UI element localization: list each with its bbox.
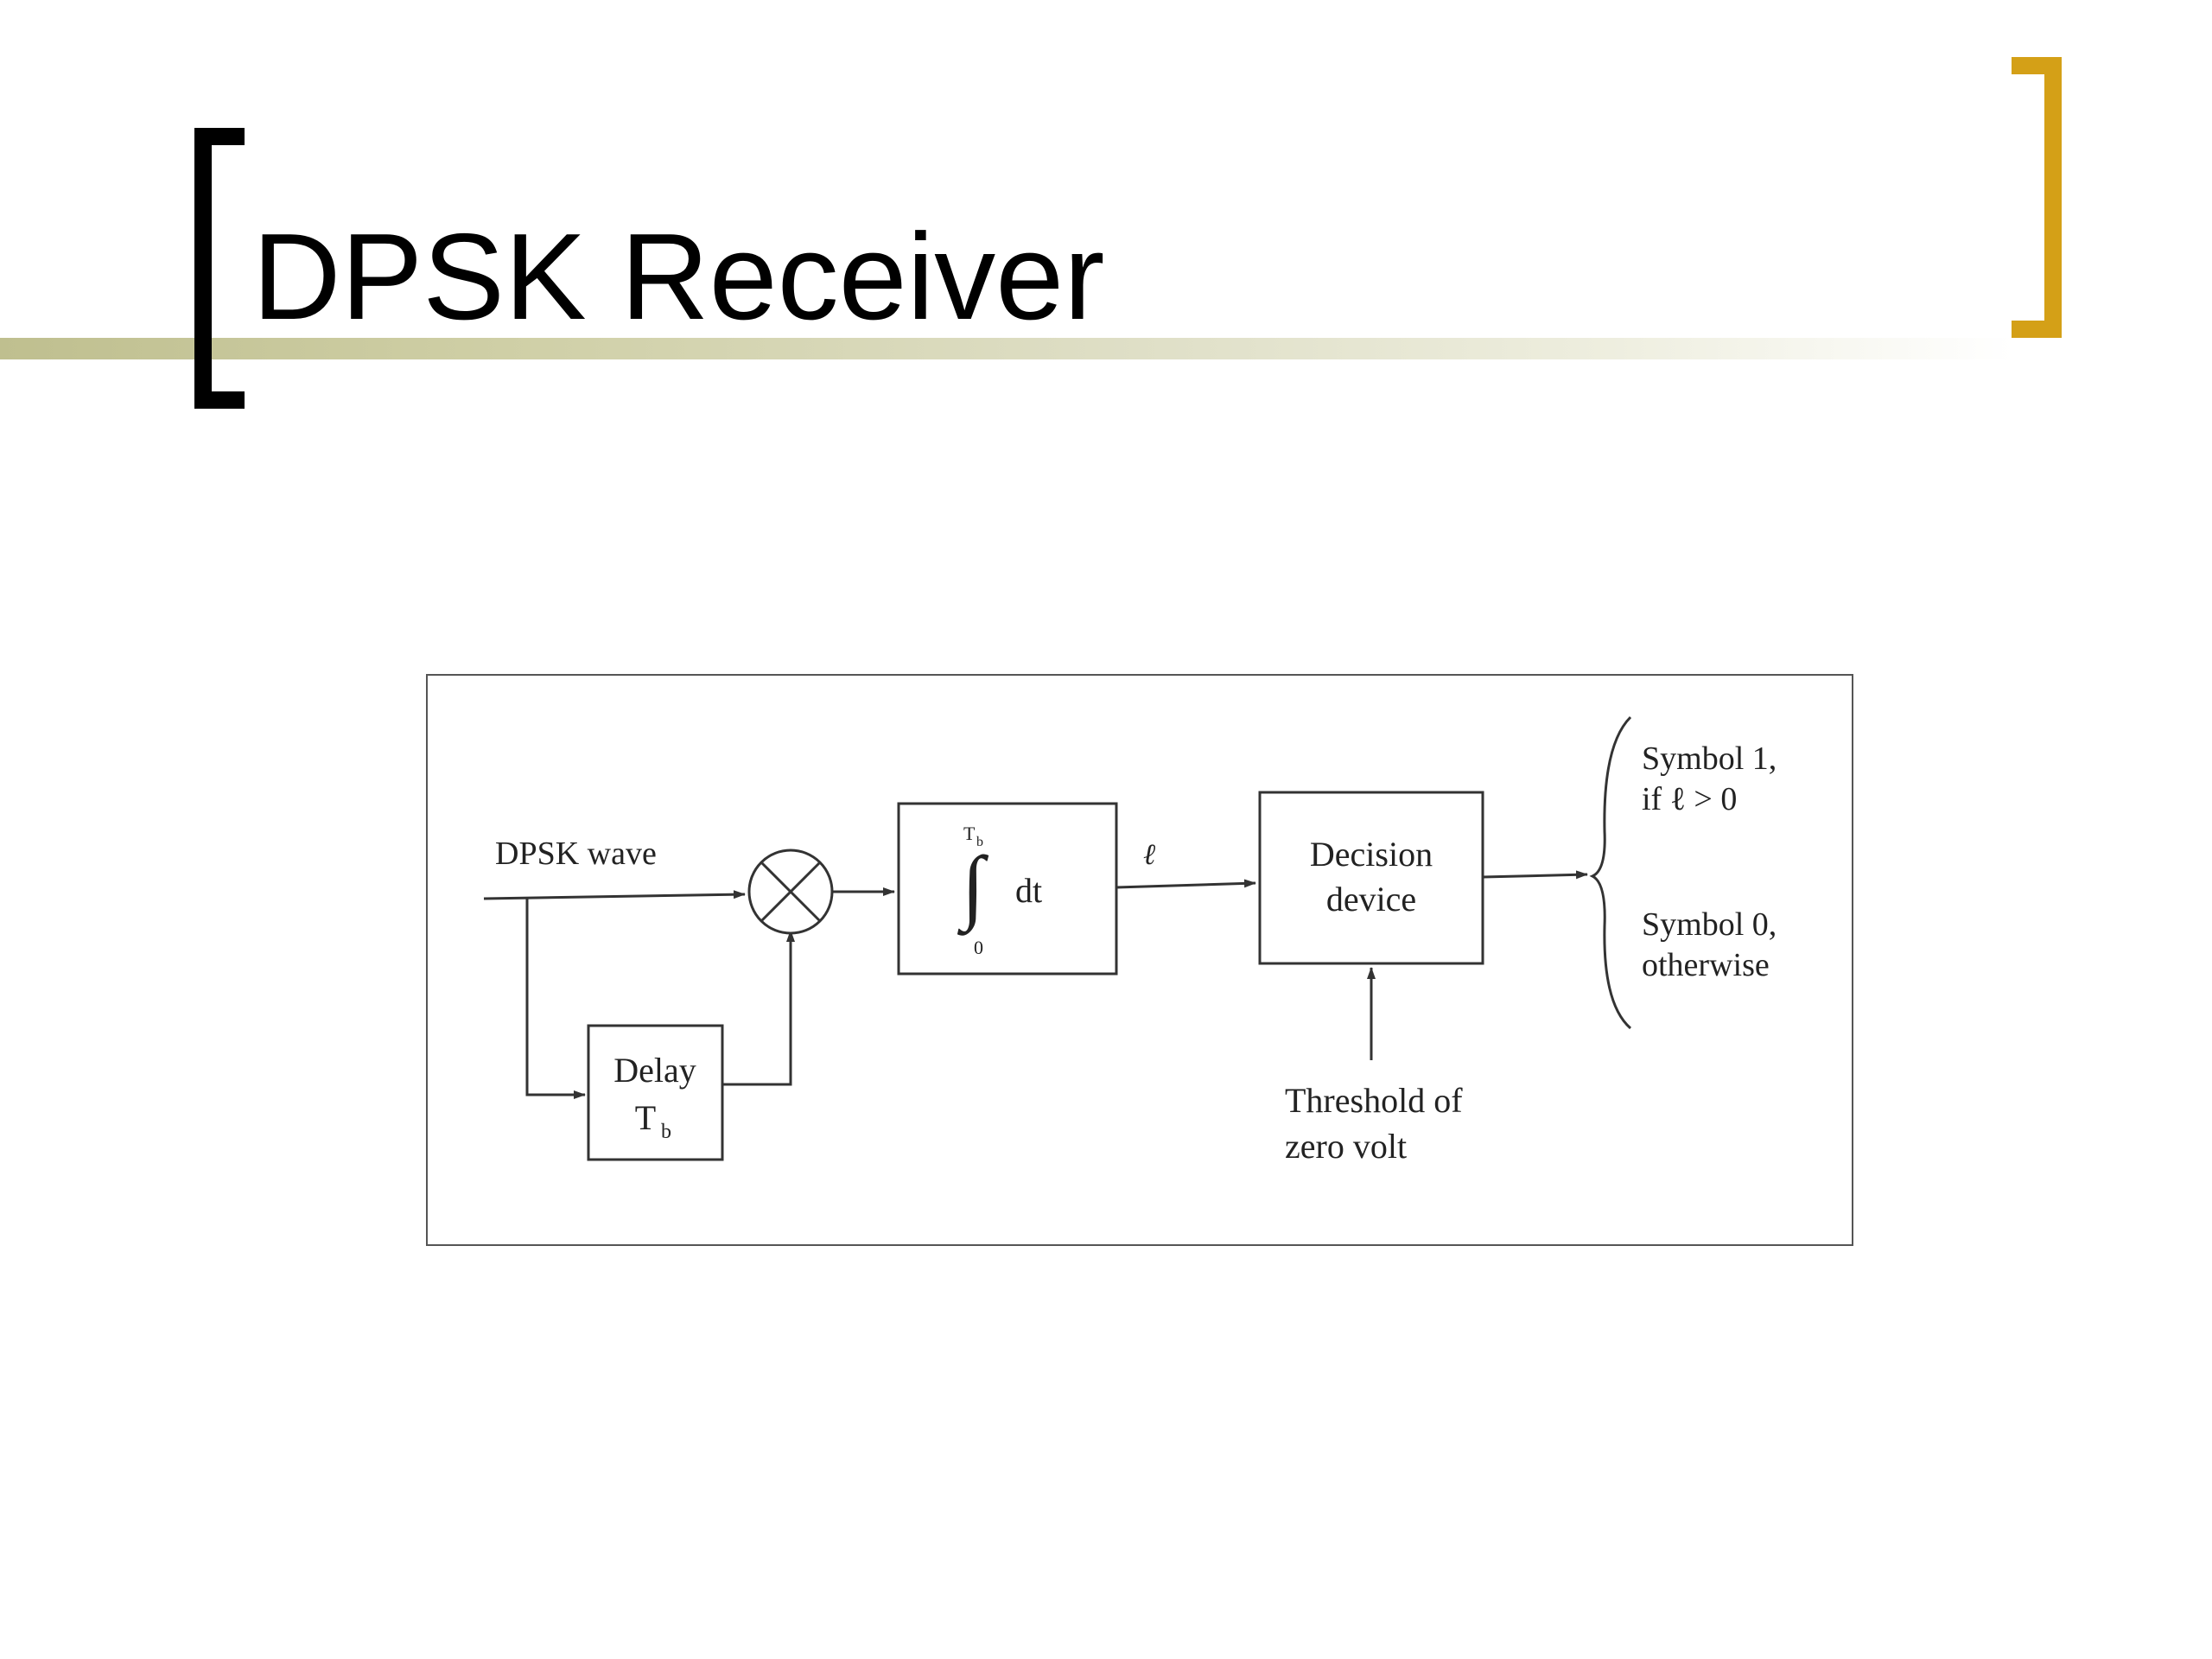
decision-label: Decision <box>1310 835 1433 874</box>
output-brace <box>1589 715 1632 1030</box>
symbol-one-condition: if ℓ > 0 <box>1642 781 1737 817</box>
integrator-block: T b ∫ 0 dt <box>897 802 1118 976</box>
symbol-zero-condition: otherwise <box>1642 947 1770 983</box>
title-underline-rule <box>0 338 2013 359</box>
symbol-one-label: Symbol 1, <box>1642 741 1777 777</box>
right-bracket-top <box>2012 57 2062 74</box>
integral-upper-limit: T <box>963 823 976 844</box>
left-bracket-bottom <box>194 391 245 409</box>
decision-device-block: Decision device <box>1258 791 1484 965</box>
integral-sign: ∫ <box>957 839 989 936</box>
left-bracket-decoration <box>194 128 212 409</box>
right-bracket-bottom <box>2012 321 2062 338</box>
delay-period-label: T <box>635 1098 656 1137</box>
threshold-label-line1: Threshold of <box>1285 1081 1463 1120</box>
integrator-to-decision-line <box>1116 879 1256 889</box>
integrator-output-label: ℓ <box>1143 839 1155 871</box>
integral-lower-limit: 0 <box>974 937 983 958</box>
block-diagram-svg: DPSK wave Delay T b T b ∫ 0 dt <box>483 715 1777 1166</box>
multiplier-node <box>747 849 834 935</box>
device-label: device <box>1326 880 1416 918</box>
branch-to-delay-line <box>525 899 586 1099</box>
integral-upper-subscript: b <box>976 835 983 849</box>
integral-differential: dt <box>1015 871 1042 910</box>
slide-title: DPSK Receiver <box>252 208 1105 346</box>
delay-block: Delay T b <box>587 1024 724 1161</box>
left-bracket-top <box>194 128 245 145</box>
delay-period-subscript: b <box>661 1121 671 1143</box>
delay-label: Delay <box>613 1051 696 1090</box>
right-bracket-decoration <box>2044 57 2062 338</box>
receiver-block-diagram: DPSK wave Delay T b T b ∫ 0 dt <box>426 674 1853 1246</box>
delay-to-multiplier-line <box>722 930 795 1086</box>
symbol-zero-label: Symbol 0, <box>1642 906 1777 943</box>
decision-output-line <box>1482 870 1588 880</box>
input-signal-line <box>483 890 746 900</box>
threshold-label-line2: zero volt <box>1285 1127 1407 1166</box>
dpsk-wave-label: DPSK wave <box>495 836 657 872</box>
